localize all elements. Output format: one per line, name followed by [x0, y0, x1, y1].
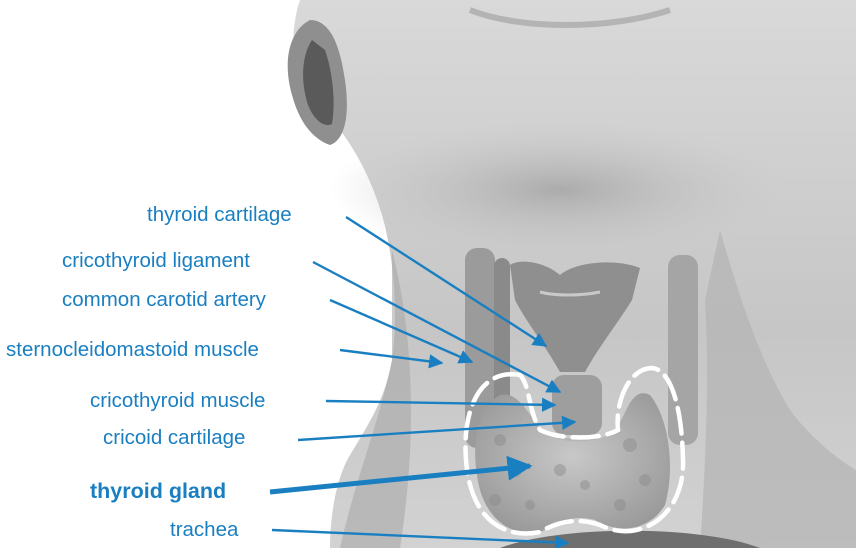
label-common-carotid-artery: common carotid artery: [62, 288, 266, 312]
label-sternocleidomastoid-muscle: sternocleidomastoid muscle: [6, 338, 259, 362]
label-thyroid-gland: thyroid gland: [90, 479, 226, 503]
label-cricothyroid-ligament: cricothyroid ligament: [62, 249, 250, 273]
chin-shadow: [330, 120, 790, 260]
cricoid-shape: [552, 375, 602, 435]
label-trachea: trachea: [170, 518, 238, 542]
label-cricothyroid-muscle: cricothyroid muscle: [90, 389, 265, 413]
label-cricoid-cartilage: cricoid cartilage: [103, 426, 245, 450]
right-sternocleidomastoid-shape: [668, 255, 698, 445]
label-thyroid-cartilage: thyroid cartilage: [147, 203, 292, 227]
